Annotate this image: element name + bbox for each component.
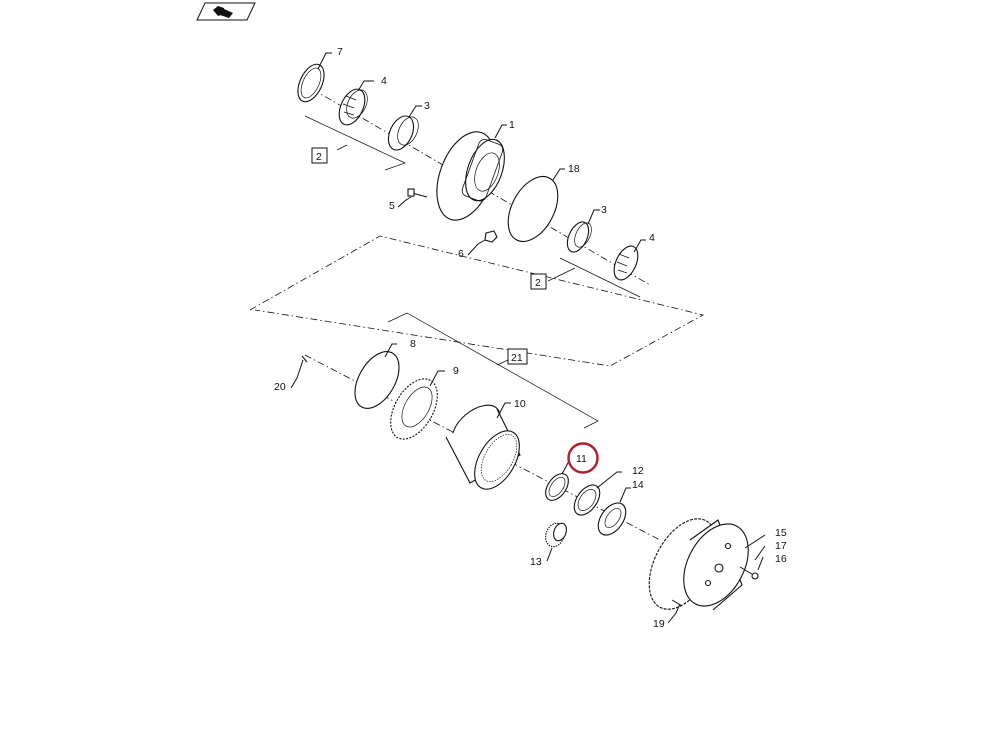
callout-12: 12 (632, 465, 644, 477)
group-envelope (249, 235, 705, 367)
callout-15: 15 (775, 527, 787, 539)
gear-plate-9 (390, 378, 438, 440)
callout-4-upper: 4 (381, 75, 387, 87)
kit-bracket-lower (559, 257, 641, 298)
bearing-cone-4-lower (613, 245, 639, 281)
callout-1: 1 (509, 119, 515, 131)
book-page-icon[interactable] (196, 2, 256, 21)
callout-6: 6 (458, 248, 464, 260)
callout-16: 16 (775, 553, 787, 565)
callout-20: 20 (274, 381, 286, 393)
callout-14: 14 (632, 479, 644, 491)
callout-13: 13 (530, 556, 542, 568)
callout-11: 11 (576, 453, 587, 465)
callout-17: 17 (775, 540, 787, 552)
bearing-cup-3-upper (387, 115, 419, 151)
callout-18: 18 (568, 163, 580, 175)
seal-12 (573, 484, 601, 516)
wheel-hub-1 (436, 131, 505, 221)
axis-line-lower (304, 354, 661, 541)
ring-gear-10 (445, 404, 521, 490)
pin-19 (671, 599, 683, 607)
callout-10: 10 (514, 398, 526, 410)
kit-bracket-upper (304, 115, 406, 171)
callout-11-highlight[interactable]: 11 (567, 442, 599, 474)
thrust-washer-11 (545, 473, 569, 501)
sun-gear-13 (545, 522, 567, 548)
bearing-cup-3-lower (566, 221, 592, 253)
snap-ring-7 (297, 63, 325, 103)
callout-2-lower: 2 (535, 277, 541, 289)
drain-screw-16 (739, 566, 759, 580)
callout-21: 21 (511, 352, 523, 364)
bearing-cone-4-upper (338, 88, 368, 126)
kit-bracket-21 (387, 312, 599, 429)
o-ring-8 (354, 351, 400, 409)
callout-box-2-lower: 2 (530, 273, 547, 290)
bolt-5 (407, 188, 428, 198)
callout-2-upper: 2 (316, 151, 322, 163)
callout-7: 7 (337, 46, 343, 58)
callout-3-upper: 3 (424, 100, 430, 112)
axis-line-upper (299, 81, 651, 286)
callout-9: 9 (453, 365, 459, 377)
callout-19: 19 (653, 618, 665, 630)
leader-lines (290, 52, 766, 624)
o-ring-18 (507, 176, 559, 242)
dowel-20 (301, 355, 308, 363)
callout-4-lower: 4 (649, 232, 655, 244)
nut-6 (484, 230, 498, 243)
callout-5: 5 (389, 200, 395, 212)
housing-15 (648, 518, 749, 611)
callout-box-2-upper: 2 (311, 147, 328, 164)
callout-8: 8 (410, 338, 416, 350)
callout-3-lower: 3 (601, 204, 607, 216)
bearing-14 (597, 502, 627, 536)
callout-box-21: 21 (507, 348, 528, 365)
